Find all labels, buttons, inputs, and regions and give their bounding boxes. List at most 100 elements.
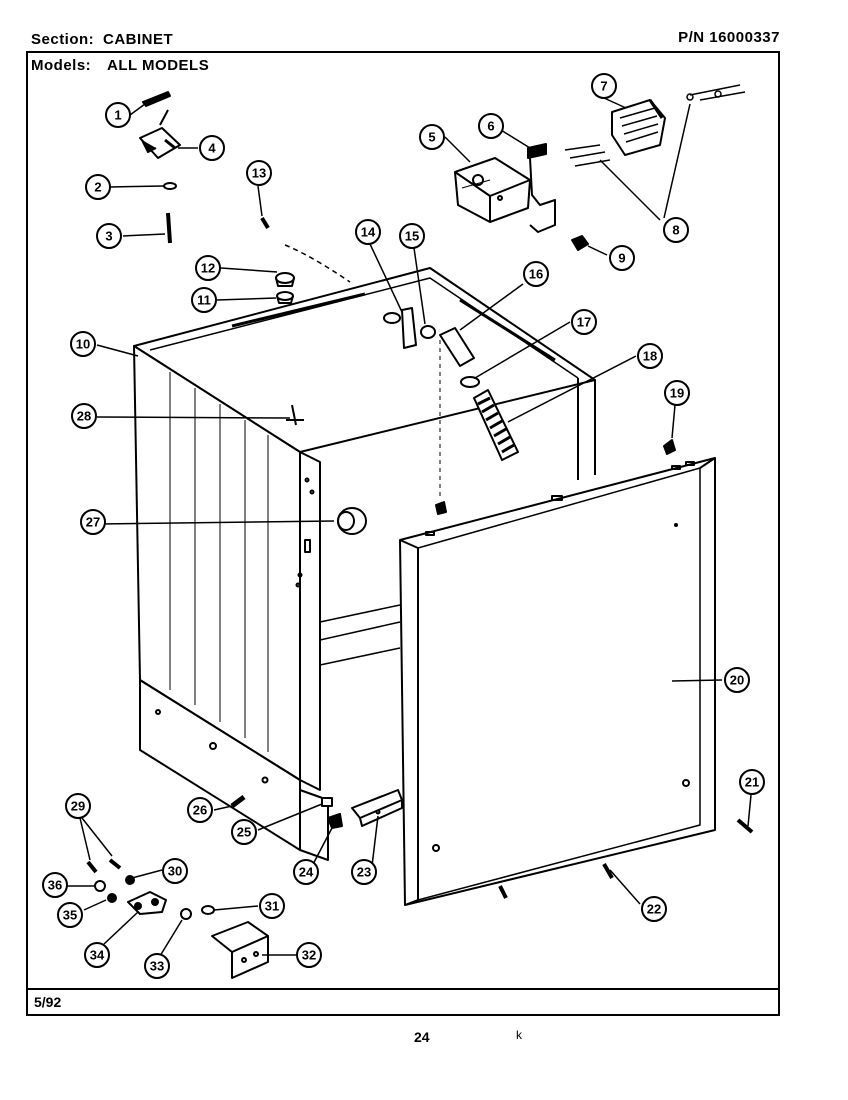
callout-1: 1	[105, 102, 131, 128]
part-28-screw	[286, 404, 304, 426]
callout-36: 36	[42, 872, 68, 898]
part-23-channel	[351, 789, 403, 827]
callout-27: 27	[80, 509, 106, 535]
callout-circle	[351, 859, 377, 885]
callout-number: 14	[361, 225, 376, 240]
callout-number: 36	[48, 878, 62, 893]
callout-number: 15	[405, 229, 419, 244]
callout-9: 9	[609, 245, 635, 271]
callout-number: 18	[643, 349, 657, 364]
part-27-knob	[337, 507, 367, 535]
callout-circle	[162, 858, 188, 884]
callout-number: 34	[90, 948, 105, 963]
callout-15: 15	[399, 223, 425, 249]
callout-number: 13	[252, 166, 266, 181]
callout-circle	[296, 942, 322, 968]
part-15-bulb	[420, 325, 436, 339]
part-1-bracket	[142, 91, 171, 107]
callout-circle	[231, 819, 257, 845]
callout-number: 26	[193, 803, 207, 818]
callout-number: 6	[487, 119, 494, 134]
callout-number: 12	[201, 261, 215, 276]
callout-circle	[664, 380, 690, 406]
callout-28: 28	[71, 403, 97, 429]
callout-circle	[637, 343, 663, 369]
callout-number: 32	[302, 948, 316, 963]
callout-circle	[195, 255, 221, 281]
callout-circle	[42, 872, 68, 898]
callout-number: 27	[86, 515, 100, 530]
callout-number: 22	[647, 902, 661, 917]
callout-14: 14	[355, 219, 381, 245]
callout-25: 25	[231, 819, 257, 845]
front-panel	[399, 457, 716, 906]
callout-number: 35	[63, 908, 77, 923]
callout-number: 29	[71, 799, 85, 814]
callout-circle	[80, 509, 106, 535]
callout-circle	[246, 160, 272, 186]
callout-number: 30	[168, 864, 182, 879]
callout-number: 25	[237, 825, 251, 840]
callout-circle	[739, 769, 765, 795]
callout-circle	[187, 797, 213, 823]
page-number: 24	[414, 1029, 430, 1045]
callout-21: 21	[739, 769, 765, 795]
callout-number: 7	[600, 79, 607, 94]
part-3-screw	[166, 212, 172, 244]
part-36-washer	[94, 880, 106, 892]
callout-number: 9	[618, 251, 625, 266]
part-13-screw	[260, 216, 270, 230]
callout-circle	[419, 124, 445, 150]
part-7-thermostat	[611, 99, 666, 156]
part-21-screw	[736, 818, 754, 834]
callout-5: 5	[419, 124, 445, 150]
callout-circle	[478, 113, 504, 139]
part-31-bolt	[201, 905, 215, 915]
callout-circle	[609, 245, 635, 271]
callout-number: 2	[94, 180, 101, 195]
callout-24: 24	[293, 859, 319, 885]
callout-2: 2	[85, 174, 111, 200]
part-8-terminals	[564, 84, 746, 167]
part-16-tube	[439, 327, 475, 367]
callout-7: 7	[591, 73, 617, 99]
callout-circle	[355, 219, 381, 245]
callout-16: 16	[523, 261, 549, 287]
callout-circle	[96, 223, 122, 249]
callout-11: 11	[191, 287, 217, 313]
part-19-clip	[663, 439, 676, 455]
callout-circle	[571, 309, 597, 335]
callout-22: 22	[641, 896, 667, 922]
part-32-bracket	[211, 921, 269, 979]
callout-8: 8	[663, 217, 689, 243]
callout-circle	[57, 902, 83, 928]
callout-26: 26	[187, 797, 213, 823]
part-22-screw	[498, 863, 614, 899]
callout-number: 11	[197, 293, 211, 308]
callout-number: 1	[114, 108, 121, 123]
callout-31: 31	[259, 893, 285, 919]
callout-circle	[85, 174, 111, 200]
callout-circle	[399, 223, 425, 249]
part-26-screw	[230, 795, 246, 808]
callout-number: 31	[265, 899, 279, 914]
callout-number: 5	[428, 130, 435, 145]
callout-number: 19	[670, 386, 684, 401]
models-label: Models:	[31, 57, 92, 74]
callout-32: 32	[296, 942, 322, 968]
callout-20: 20	[724, 667, 750, 693]
callout-circle	[259, 893, 285, 919]
stray-mark: k	[516, 1028, 522, 1042]
part-11-12-knob	[275, 272, 295, 304]
callout-number: 20	[730, 673, 744, 688]
part-18-spring	[473, 389, 519, 461]
callout-13: 13	[246, 160, 272, 186]
callout-18: 18	[637, 343, 663, 369]
cabinet-back-frame	[319, 340, 596, 666]
callout-circle	[71, 403, 97, 429]
callout-6: 6	[478, 113, 504, 139]
callout-3: 3	[96, 223, 122, 249]
cabinet-side-panel	[133, 345, 329, 861]
